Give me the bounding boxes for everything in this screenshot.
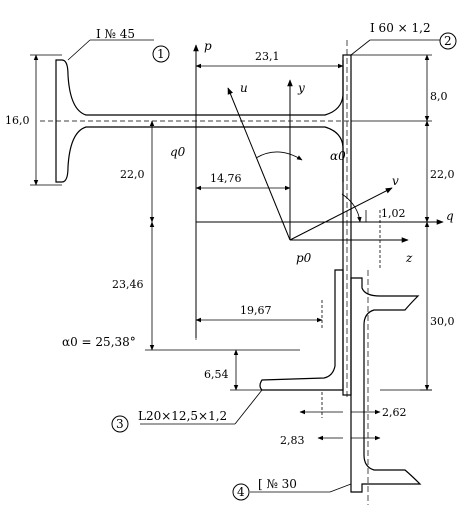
axis-y-label: y (297, 81, 305, 95)
dim-2-62: 2,62 (382, 406, 407, 419)
alpha-arc-1 (255, 151, 303, 161)
i-beam-shape (55, 59, 344, 183)
dim-23-1: 23,1 (255, 50, 280, 63)
alpha0-label: α0 (330, 149, 346, 163)
plate-label: I 60 × 1,2 (370, 21, 431, 35)
angle-label: L20×12,5×1,2 (138, 409, 227, 423)
dim-30-0: 30,0 (430, 315, 455, 328)
dimension-lines (30, 54, 432, 441)
dim-1-02: 1,02 (381, 207, 406, 220)
callout-2-circle (439, 32, 457, 50)
axis-z-label: z (405, 251, 413, 265)
dim-8-0: 8,0 (430, 90, 448, 103)
callout-1-number: 1 (157, 47, 165, 61)
dim-16-0: 16,0 (5, 114, 30, 127)
dim-6-54: 6,54 (204, 368, 229, 381)
dim-2-83: 2,83 (280, 434, 305, 447)
dim-22-0-right: 22,0 (430, 168, 455, 181)
callout-1-circle (152, 45, 170, 63)
axis-v (289, 187, 393, 241)
axis-u-label: u (240, 81, 248, 95)
callout-4-circle (232, 483, 250, 501)
axis-q-label: q (446, 209, 454, 223)
axis-p-label: p (204, 39, 212, 53)
axis-p0-label: p0 (296, 251, 312, 265)
axis-q0-label: q0 (170, 145, 186, 159)
channel-label: [ № 30 (258, 477, 297, 491)
callout-3-circle (111, 415, 129, 433)
axis-u (227, 87, 291, 241)
channel-shape (350, 277, 422, 493)
dim-14-76: 14,76 (210, 172, 242, 185)
dim-23-46: 23,46 (112, 278, 144, 291)
alpha-arc-2 (341, 193, 362, 223)
dim-19-67: 19,67 (240, 304, 272, 317)
angle-shape (259, 269, 344, 391)
beam-label: I № 45 (96, 27, 135, 41)
alpha-label: α0 = 25,38° (62, 335, 136, 349)
dim-22-0-left: 22,0 (120, 168, 145, 181)
callout-4-number: 4 (237, 485, 245, 499)
callout-3-number: 3 (116, 417, 124, 431)
callout-leaders (67, 39, 440, 493)
callout-2-number: 2 (444, 34, 452, 48)
axis-v-label: v (392, 174, 399, 188)
